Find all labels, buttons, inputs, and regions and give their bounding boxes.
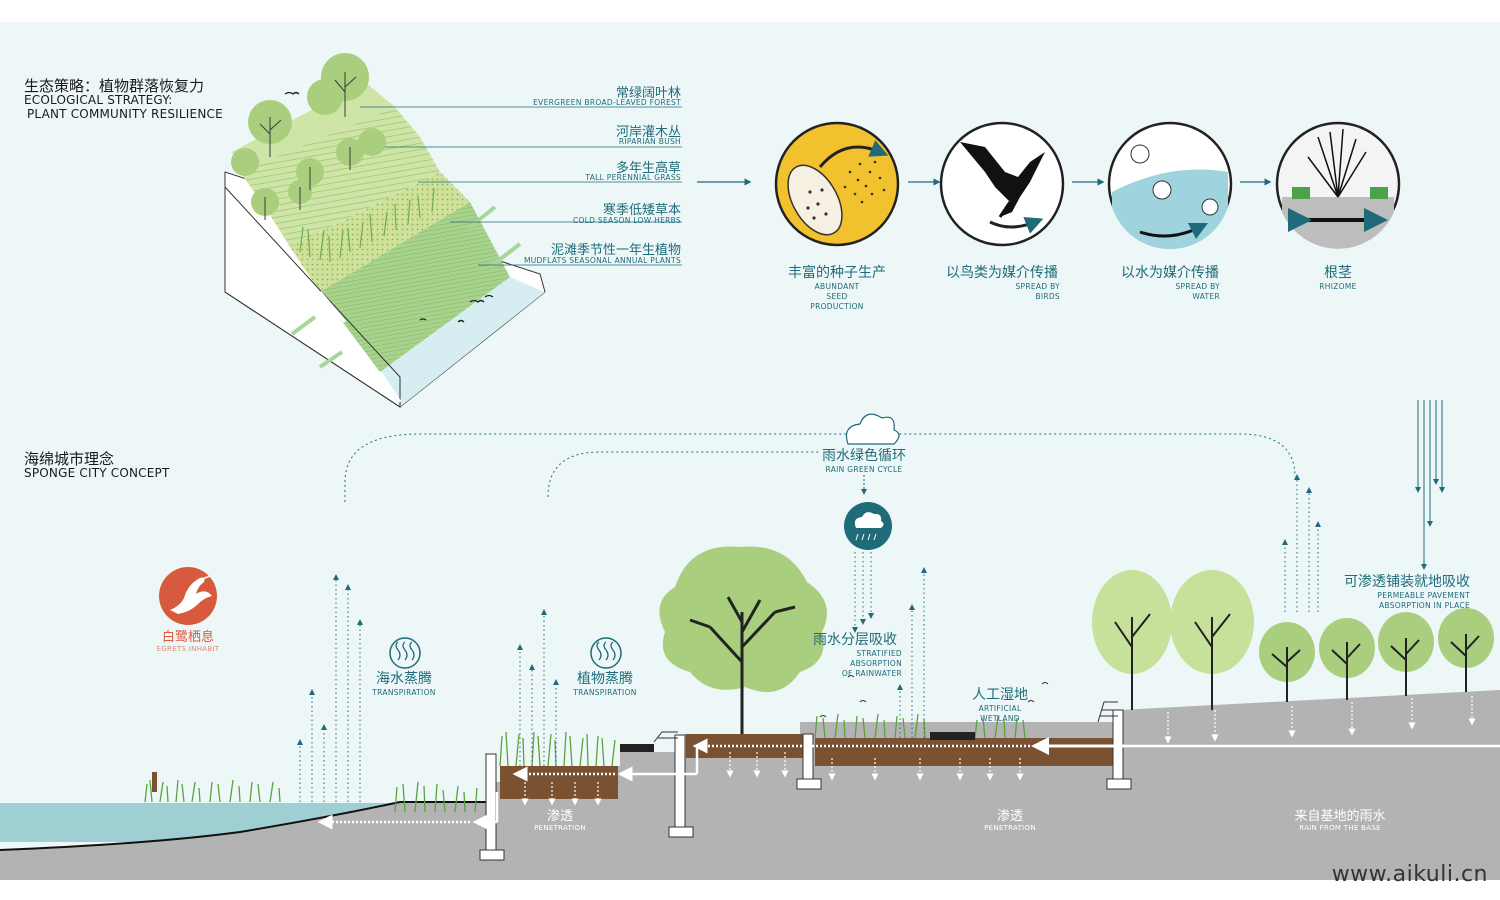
terraced-slope-illustration <box>224 53 682 408</box>
strategy-title-zh: 生态策略：植物群落恢复力 <box>24 77 205 95</box>
strategy-title-en-1: ECOLOGICAL STRATEGY: <box>24 93 173 107</box>
central-tree <box>659 546 827 734</box>
bird-icon <box>939 121 1065 247</box>
egret-label: 白鹭栖息 EGRETS INHABIT <box>156 630 220 653</box>
watermark: www.aikuli.cn <box>1331 862 1488 887</box>
layer-label-zh: 多年生高草 <box>615 161 681 176</box>
stratified-absorption-label: 雨水分层吸收 STRATIFIED ABSORPTION OF RAINWATE… <box>813 632 902 678</box>
stage-bird-label: 以鸟类为媒介传播 SPREAD BY BIRDS <box>946 265 1060 301</box>
stage-seed-label: 丰富的种子生产 ABUNDANT SEED PRODUCTION <box>788 265 886 311</box>
layer-label-zh: 常绿阔叶林 <box>615 86 681 101</box>
artificial-wetland-label: 人工湿地 ARTIFICIAL WETLAND <box>972 687 1028 723</box>
sea-transpiration-label: 海水蒸腾 TRANSPIRATION <box>372 671 436 697</box>
penetration-label-2: 渗透 PENETRATION <box>984 809 1036 832</box>
layer-label-en: COLD SEASON LOW HERBS <box>572 216 681 225</box>
stage-rhizome-label: 根茎 RHIZOME <box>1319 265 1357 291</box>
plant-transpiration-label: 植物蒸腾 TRANSPIRATION <box>573 671 637 697</box>
seed-dispersal-process <box>697 121 1401 250</box>
diagram-board: 生态策略：植物群落恢复力 ECOLOGICAL STRATEGY: PLANT … <box>0 22 1500 880</box>
sponge-title-zh: 海绵城市理念 <box>24 450 115 468</box>
sponge-title-en: SPONGE CITY CONCEPT <box>24 466 170 480</box>
permeable-pavement-label: 可渗透铺装就地吸收 PERMEABLE PAVEMENT ABSORPTION … <box>1344 574 1470 610</box>
rain-from-base-label: 来自基地的雨水 RAIN FROM THE BASE <box>1294 809 1386 832</box>
layer-label-zh: 寒季低矮草本 <box>602 203 681 218</box>
layer-label-en: EVERGREEN BROAD-LEAVED FOREST <box>533 98 681 107</box>
layer-label-en: TALL PERENNIAL GRASS <box>585 173 681 182</box>
layer-label-zh: 泥滩季节性一年生植物 <box>550 243 681 258</box>
penetration-label-1: 渗透 PENETRATION <box>534 809 586 832</box>
water-icon <box>1107 121 1233 250</box>
stage-water-label: 以水为媒介传播 SPREAD BY WATER <box>1121 265 1220 301</box>
diagram-artwork <box>0 53 1500 880</box>
wave-icon <box>389 637 421 669</box>
egret-icon <box>159 567 217 625</box>
layer-label-en: MUDFLATS SEASONAL ANNUAL PLANTS <box>523 256 681 265</box>
wave-icon <box>590 637 622 669</box>
seed-icon <box>774 121 900 247</box>
rhizome-icon <box>1275 121 1401 249</box>
layer-label-en: RIPARIAN BUSH <box>618 137 681 146</box>
rain-cloud-icon <box>844 502 892 550</box>
strategy-title-en-2: PLANT COMMUNITY RESILIENCE <box>27 107 223 121</box>
rain-cycle-label: 雨水绿色循环 RAIN GREEN CYCLE <box>822 448 906 474</box>
layer-label-zh: 河岸灌木丛 <box>615 125 681 140</box>
sponge-city-section <box>0 400 1500 880</box>
